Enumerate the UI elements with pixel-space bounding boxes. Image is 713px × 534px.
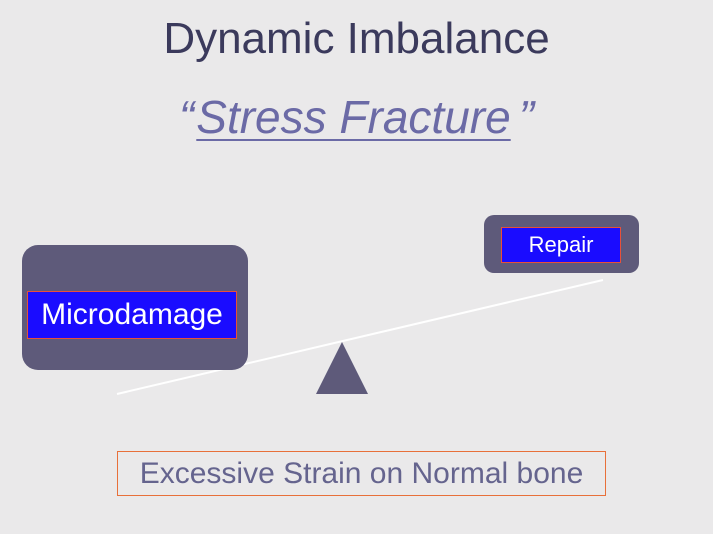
balance-beam: [116, 279, 604, 395]
subtitle-phrase: Stress Fracture: [196, 91, 511, 143]
fulcrum-triangle: [316, 342, 368, 394]
slide-subtitle: “Stress Fracture”: [0, 90, 713, 144]
slide-title: Dynamic Imbalance: [163, 14, 550, 63]
repair-label: Repair: [501, 227, 621, 263]
close-quote: ”: [518, 91, 535, 143]
microdamage-label: Microdamage: [27, 291, 237, 339]
footer-caption: Excessive Strain on Normal bone: [117, 451, 606, 496]
open-quote: “: [178, 91, 195, 143]
